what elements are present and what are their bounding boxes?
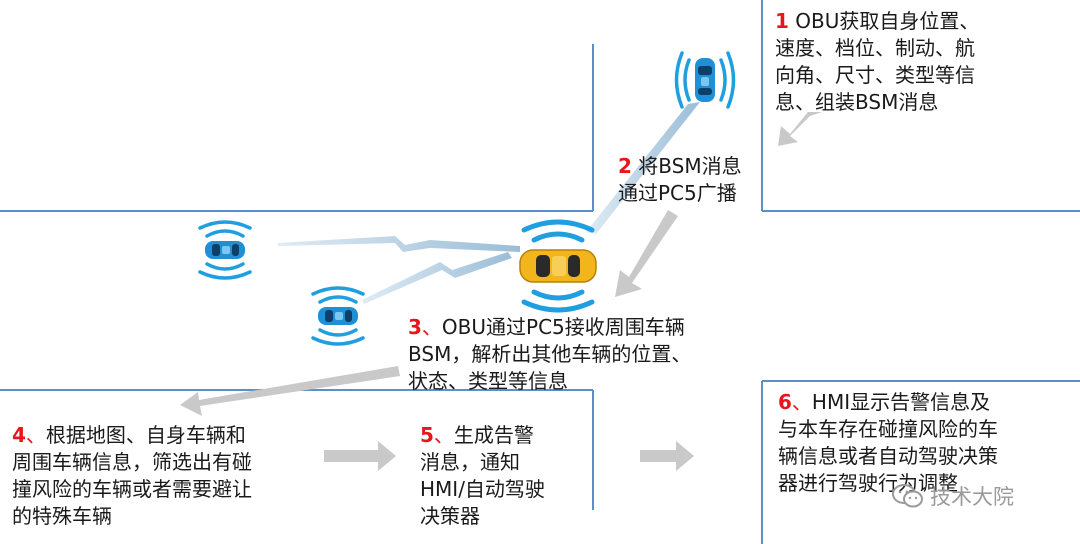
arrow-step4-to-step5 xyxy=(324,441,396,471)
step-4-line-1: 根据地图、自身车辆和 xyxy=(45,423,246,447)
step-3-separator: 、 xyxy=(421,315,442,339)
step-6-line-3: 辆信息或者自动驾驶决策 xyxy=(778,444,998,468)
step-2-number: 2 xyxy=(618,154,632,178)
step-3-line-3: 状态、类型等信息 xyxy=(408,369,568,393)
step-6-separator: 、 xyxy=(791,390,812,414)
step-4-number: 4 xyxy=(12,423,26,447)
signal-beams xyxy=(278,102,700,304)
arrow-step2-to-step3 xyxy=(615,210,678,297)
step-3-label: 3、OBU通过PC5接收周围车辆 BSM，解析出其他车辆的位置、 状态、类型等信… xyxy=(408,314,691,395)
step-1-line-2: 速度、档位、制动、航 xyxy=(775,36,975,60)
step-1-line-4: 息、组装BSM消息 xyxy=(775,90,939,114)
step-4-line-4: 的特殊车辆 xyxy=(12,504,112,528)
step-4-line-2: 周围车辆信息，筛选出有碰 xyxy=(12,450,252,474)
step-3-number: 3 xyxy=(408,315,422,339)
step-3-line-2: BSM，解析出其他车辆的位置、 xyxy=(408,342,692,366)
arrow-step5-to-step6 xyxy=(640,441,694,471)
arrow-step3-to-step4 xyxy=(180,366,400,416)
watermark-text: 技术大院 xyxy=(930,485,1014,509)
step-3-line-1: OBU通过PC5接收周围车辆 xyxy=(441,315,685,339)
step-6-label: 6、HMI显示告警信息及 与本车存在碰撞风险的车 辆信息或者自动驾驶决策 器进行… xyxy=(778,389,998,497)
step-6-line-4: 器进行驾驶行为调整 xyxy=(778,471,958,495)
step-2-line-2: 通过PC5广播 xyxy=(618,181,737,205)
flow-arrows xyxy=(180,112,822,471)
signal-beam-top xyxy=(586,102,700,234)
step-4-line-3: 撞风险的车辆或者需要避让 xyxy=(12,477,252,501)
signal-beam-left xyxy=(278,236,520,252)
ego-car-icon xyxy=(519,219,597,313)
step-5-line-2: 消息，通知 xyxy=(420,450,520,474)
step-6-number: 6 xyxy=(778,390,792,414)
step-1-label: 1 OBU获取自身位置、 速度、档位、制动、航 向角、尺寸、类型等信 息、组装B… xyxy=(775,8,979,116)
left-car-icon xyxy=(198,220,252,280)
watermark: 技术大院 xyxy=(892,481,1014,511)
remote-car-icon xyxy=(674,51,736,109)
signal-beam-lower xyxy=(362,252,512,304)
step-1-line-3: 向角、尺寸、类型等信 xyxy=(775,63,975,87)
step-5-number: 5 xyxy=(420,423,434,447)
step-4-label: 4、根据地图、自身车辆和 周围车辆信息，筛选出有碰 撞风险的车辆或者需要避让 的… xyxy=(12,422,252,530)
step-2-line-1: 将BSM消息 xyxy=(638,154,742,178)
wechat-icon xyxy=(892,484,923,508)
step-5-line-3: HMI/自动驾驶 xyxy=(420,477,545,501)
arrow-step1-to-car xyxy=(778,112,822,146)
step-1-line-1: OBU获取自身位置、 xyxy=(795,9,980,33)
step-5-separator: 、 xyxy=(433,423,454,447)
step-2-label: 2 将BSM消息 通过PC5广播 xyxy=(618,153,742,207)
step-5-label: 5、生成告警 消息，通知 HMI/自动驾驶 决策器 xyxy=(420,422,545,530)
step-6-line-2: 与本车存在碰撞风险的车 xyxy=(778,417,998,441)
step-6-line-1: HMI显示告警信息及 xyxy=(811,390,991,414)
step-4-separator: 、 xyxy=(25,423,46,447)
step-1-number: 1 xyxy=(775,9,789,33)
step-5-line-1: 生成告警 xyxy=(453,423,534,447)
neighbor-car-icon xyxy=(311,286,365,346)
step-5-line-4: 决策器 xyxy=(420,504,480,528)
